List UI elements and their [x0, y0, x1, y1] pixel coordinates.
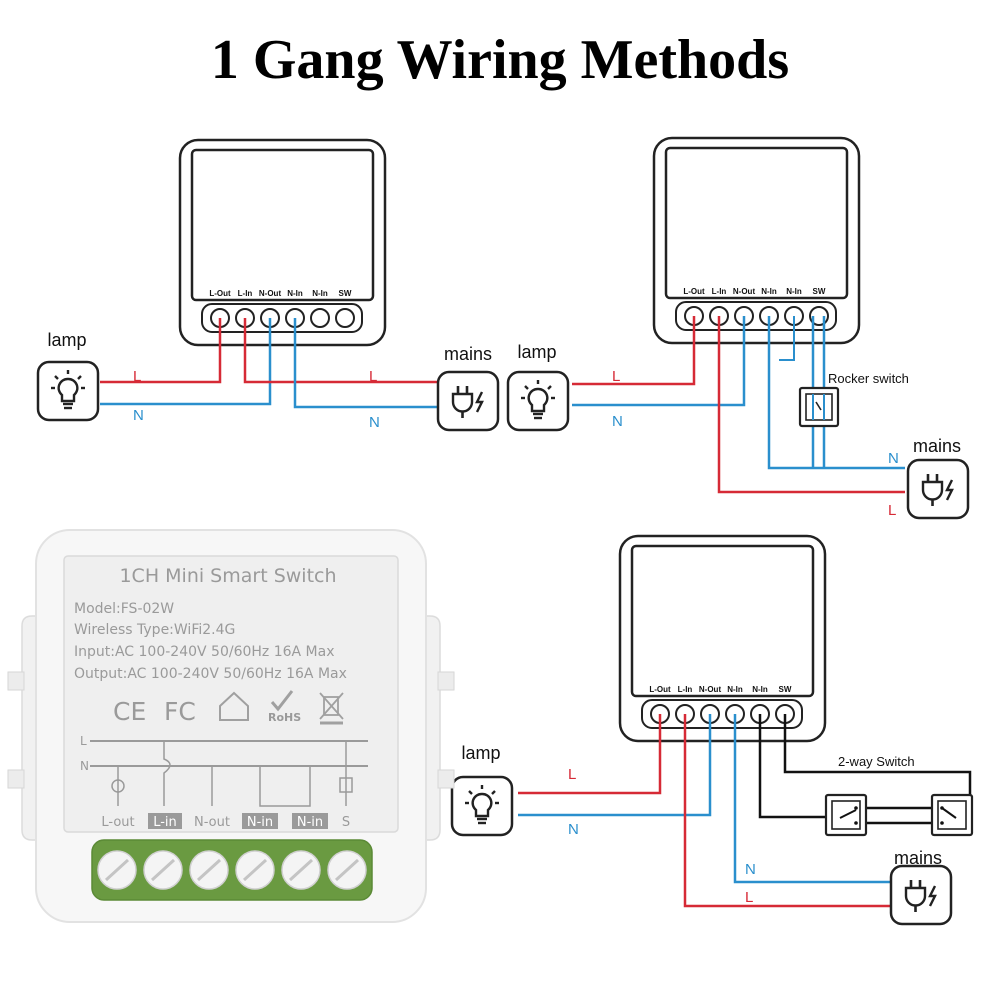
live-wire — [683, 714, 890, 908]
device-schematic: L N — [80, 734, 368, 807]
terminal-label: L-Out — [209, 289, 231, 298]
terminal-label: N-Out — [259, 289, 282, 298]
plug-icon — [906, 458, 970, 520]
neutral-wire — [733, 714, 890, 884]
product-output: Output:AC 100-240V 50/60Hz 16A Max — [74, 666, 347, 682]
page-title: 1 Gang Wiring Methods — [210, 29, 790, 91]
live-wire — [243, 318, 438, 384]
product-input: Input:AC 100-240V 50/60Hz 16A Max — [74, 644, 335, 660]
neutral-wire — [293, 318, 438, 409]
terminal-label: L-In — [678, 685, 693, 694]
screw-terminals — [97, 850, 367, 890]
wire-label: N — [369, 414, 380, 431]
switch-wire — [783, 714, 972, 808]
mains-label: mains — [444, 344, 492, 364]
wire-label: L — [888, 502, 896, 519]
terminal-label: SW — [779, 685, 792, 694]
wire-label: L — [369, 368, 377, 385]
terminal-label: SW — [813, 287, 826, 296]
terminal-label: N — [80, 759, 89, 773]
product-model: Model:FS-02W — [74, 601, 174, 617]
wire-label: L — [612, 368, 620, 385]
terminal-label: L-out — [101, 815, 134, 830]
product-name: 1CH Mini Smart Switch — [119, 565, 336, 587]
wire-label: L — [745, 889, 753, 906]
terminal-label: N-Out — [699, 685, 722, 694]
rohs-check-icon — [270, 690, 294, 712]
terminal-label: L-In — [238, 289, 253, 298]
lamp-icon — [506, 370, 570, 432]
terminal-label: L-In — [712, 287, 727, 296]
rocker-switch-label: Rocker switch — [828, 371, 909, 386]
terminal-label: N-In — [312, 289, 328, 298]
diagram-3: L-Out L-In N-Out N-In N-In SW 2 — [450, 534, 974, 926]
neutral-wire — [779, 316, 795, 361]
live-wire — [572, 316, 696, 386]
wire-label: L — [568, 766, 576, 783]
switch-module-1 — [178, 138, 387, 347]
terminal-label: N-out — [194, 815, 230, 830]
wire-label: L — [133, 368, 141, 385]
neutral-wire — [518, 714, 712, 817]
product-device: 1CH Mini Smart Switch Model:FS-02W Wirel… — [7, 529, 455, 923]
wire-label: N — [612, 413, 623, 430]
lamp-label: lamp — [517, 342, 556, 362]
terminal-label: N-In — [761, 287, 777, 296]
switch-wire — [758, 714, 828, 819]
diagram-1: L-Out L-In N-Out N-In N-In SW L N L N la… — [36, 138, 500, 432]
terminal-label: N-in — [247, 815, 273, 830]
live-wire — [717, 316, 905, 494]
switch-module-2 — [652, 136, 861, 345]
terminal-label: N-In — [727, 685, 743, 694]
wire-label: N — [745, 861, 756, 878]
wire-label: N — [568, 821, 579, 838]
terminal-label: N-in — [297, 815, 323, 830]
terminal-label: S — [342, 815, 350, 830]
terminal-labels-2: L-Out L-In N-Out N-In N-In SW — [683, 287, 826, 296]
rohs-mark: RoHS — [268, 711, 301, 724]
mains-label: mains — [894, 848, 942, 868]
ce-mark: CE — [113, 697, 146, 726]
terminal-label: L-Out — [649, 685, 671, 694]
lamp-icon — [36, 360, 100, 422]
neutral-wire — [572, 316, 746, 407]
lamp-label: lamp — [461, 743, 500, 763]
terminal-label: L — [80, 734, 87, 748]
weee-bin-icon — [319, 692, 344, 725]
plug-icon — [889, 864, 953, 926]
terminal-label: L-Out — [683, 287, 705, 296]
rocker-switch-icon — [798, 386, 840, 428]
switch-module-3 — [618, 534, 827, 743]
terminal-labels-3: L-Out L-In N-Out N-In N-In SW — [649, 685, 792, 694]
fc-mark: FC — [164, 697, 196, 726]
wire-label: N — [888, 450, 899, 467]
terminal-labels-1: L-Out L-In N-Out N-In N-In SW — [209, 289, 352, 298]
mains-label: mains — [913, 436, 961, 456]
neutral-wire — [100, 318, 272, 406]
diagram-2: L-Out L-In N-Out N-In N-In SW Rocker swi… — [506, 136, 970, 520]
home-icon — [219, 691, 249, 721]
terminal-label: SW — [339, 289, 352, 298]
plug-icon — [436, 370, 500, 432]
terminal-label: N-In — [786, 287, 802, 296]
two-way-switch-icon — [824, 793, 868, 837]
two-way-switch-icon — [930, 793, 974, 837]
lamp-label: lamp — [47, 330, 86, 350]
product-wireless: Wireless Type:WiFi2.4G — [74, 622, 235, 638]
live-wire — [100, 318, 222, 384]
two-way-switch-label: 2-way Switch — [838, 754, 915, 769]
wire-label: N — [133, 407, 144, 424]
live-wire — [518, 714, 662, 795]
neutral-wire — [767, 316, 905, 470]
terminal-label: L-in — [153, 815, 177, 830]
terminal-label: N-In — [752, 685, 768, 694]
terminal-label: N-In — [287, 289, 303, 298]
terminal-label: N-Out — [733, 287, 756, 296]
lamp-icon — [450, 775, 514, 837]
